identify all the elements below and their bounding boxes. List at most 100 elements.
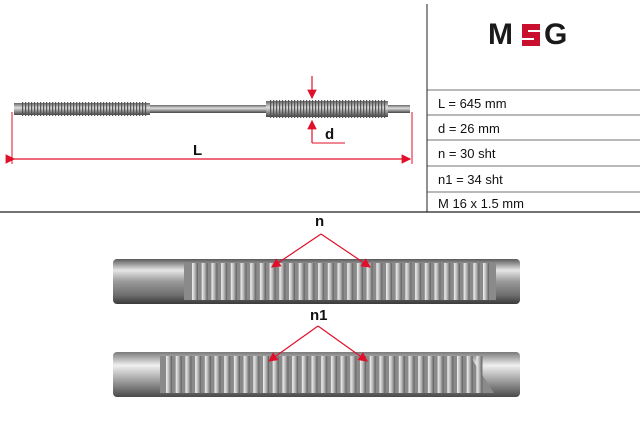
rack-tooth — [192, 263, 198, 300]
tooth-ridge — [327, 100, 329, 118]
rack-tooth — [386, 263, 392, 300]
rack-tooth — [398, 356, 405, 393]
rack-tooth — [340, 356, 347, 393]
diameter-dimension: d — [307, 76, 345, 144]
spec-thread: M 16 x 1.5 mm — [438, 196, 524, 211]
thread-ridge — [127, 102, 129, 116]
rack-tooth — [466, 356, 473, 393]
rack-tooth — [211, 263, 218, 300]
rack-tooth — [376, 263, 383, 300]
thread-ridge — [61, 102, 63, 116]
rack-tooth — [321, 356, 328, 393]
tooth-ridge — [297, 100, 299, 118]
rack-tooth — [175, 356, 182, 393]
rack-tooth — [447, 356, 454, 393]
rack-tooth — [185, 356, 192, 393]
thread-ridge — [82, 102, 84, 116]
thread-ridge — [73, 102, 75, 116]
rack-tooth — [259, 263, 266, 300]
tooth-ridge — [366, 100, 368, 118]
rack-tooth — [272, 356, 279, 393]
rack-tooth — [289, 263, 295, 300]
thread-ridge — [103, 102, 105, 116]
svg-text:G: G — [544, 18, 567, 51]
rack-teeth-top — [192, 263, 489, 300]
rack-tooth — [473, 263, 480, 300]
tooth-ridge — [336, 100, 338, 118]
thread-ridge — [106, 102, 108, 116]
thread-ridge — [46, 102, 48, 116]
thread-ridge — [100, 102, 102, 116]
tooth-ridge — [324, 100, 326, 118]
spec-diameter: d = 26 mm — [438, 121, 500, 136]
spec-length: L = 645 mm — [438, 96, 507, 111]
rack-tooth — [308, 263, 315, 300]
rack-tooth — [327, 263, 334, 300]
tooth-ridge — [351, 100, 353, 118]
thread-ridge — [85, 102, 87, 116]
thread-ridge — [118, 102, 120, 116]
rack-tooth — [221, 263, 228, 300]
tooth-ridge — [333, 100, 335, 118]
tooth-ridge — [360, 100, 362, 118]
rack-tooth — [214, 356, 221, 393]
tooth-ridge — [276, 100, 278, 118]
rack-tooth — [415, 263, 422, 300]
thread-ridge — [142, 102, 144, 116]
rack-tooth — [483, 263, 489, 300]
thread-ridge — [52, 102, 54, 116]
rack-tooth — [444, 263, 451, 300]
thread-ridge — [67, 102, 69, 116]
rack-tooth — [463, 263, 470, 300]
tooth-ridge — [357, 100, 359, 118]
rack-tooth — [356, 263, 363, 300]
thread-ridge — [55, 102, 57, 116]
spec-teeth-n: n = 30 sht — [438, 146, 496, 161]
rack-detail-top: n — [113, 213, 520, 304]
tooth-ridge — [330, 100, 332, 118]
thread-ridge — [40, 102, 42, 116]
rod-teeth-section — [270, 100, 386, 118]
tooth-ridge — [309, 100, 311, 118]
thread-ridge — [94, 102, 96, 116]
thread-ridge — [97, 102, 99, 116]
rack-tooth — [424, 263, 431, 300]
tooth-ridge — [321, 100, 323, 118]
rack-tooth — [453, 263, 460, 300]
tooth-count-label-n: n — [315, 213, 324, 230]
thread-ridge — [58, 102, 60, 116]
thread-ridge — [22, 102, 24, 116]
tooth-ridge — [303, 100, 305, 118]
rack-teeth-bottom — [166, 356, 483, 393]
msg-logo: M G — [488, 14, 588, 54]
tooth-ridge — [345, 100, 347, 118]
spec-teeth-n1: n1 = 34 sht — [438, 172, 503, 187]
rack-tooth — [360, 356, 366, 393]
thread-ridge — [25, 102, 27, 116]
tooth-ridge — [348, 100, 350, 118]
tooth-ridge — [294, 100, 296, 118]
rack-tooth — [418, 356, 425, 393]
tooth-ridge — [384, 100, 386, 118]
frame-lines — [0, 4, 640, 213]
thread-ridge — [139, 102, 141, 116]
tooth-ridge — [375, 100, 377, 118]
thread-ridge — [109, 102, 111, 116]
rack-tooth — [250, 263, 257, 300]
tooth-ridge — [300, 100, 302, 118]
rack-tooth — [318, 263, 325, 300]
rack-tooth — [292, 356, 299, 393]
rack-tooth — [395, 263, 402, 300]
thread-ridge — [31, 102, 33, 116]
rack-tooth — [269, 263, 276, 300]
tooth-ridge — [279, 100, 281, 118]
rack-tooth — [379, 356, 386, 393]
rack-tooth — [350, 356, 357, 393]
rack-tooth — [330, 356, 337, 393]
rack-tooth — [298, 263, 305, 300]
tooth-ridge — [270, 100, 272, 118]
rod-thread-left — [22, 102, 147, 116]
rack-tooth — [279, 263, 286, 300]
rack-rod-small — [14, 100, 410, 118]
thread-ridge — [145, 102, 147, 116]
